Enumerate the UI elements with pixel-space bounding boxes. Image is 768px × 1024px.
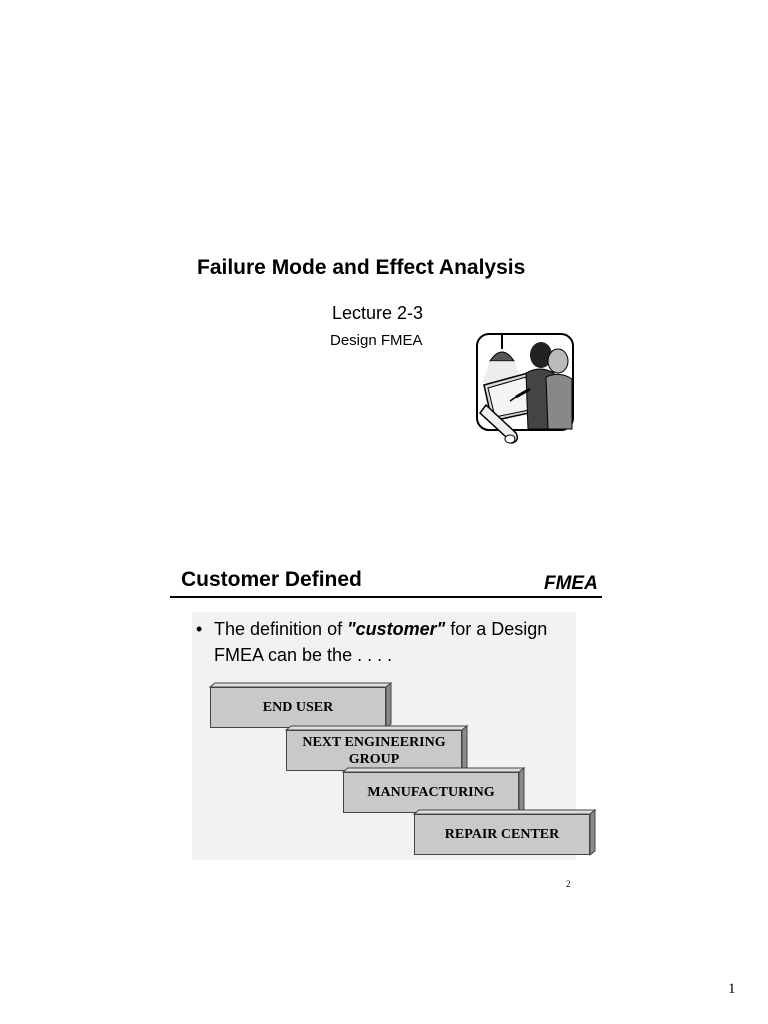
slide2-title: Customer Defined <box>181 568 362 591</box>
slide1-title: Failure Mode and Effect Analysis <box>197 256 526 279</box>
slide-number: 2 <box>566 879 571 889</box>
slide1-subtitle: Lecture 2-3 <box>332 303 424 323</box>
bullet-text: The definition of "customer" for a Desig… <box>214 619 548 665</box>
step-label: NEXT ENGINEERING GROUP <box>286 730 462 771</box>
title-underline <box>170 596 602 598</box>
engineers-drafting-table-icon <box>476 333 574 445</box>
page-number: 1 <box>728 981 736 997</box>
step-label: REPAIR CENTER <box>414 814 590 855</box>
step-label: END USER <box>210 687 386 728</box>
bullet-dot: • <box>196 619 203 639</box>
slide2-fmea-tag: FMEA <box>544 573 598 594</box>
slide1-subsubtitle: Design FMEA <box>330 332 423 349</box>
customer-emphasis: "customer" <box>347 619 446 639</box>
step-label: MANUFACTURING <box>343 772 519 813</box>
